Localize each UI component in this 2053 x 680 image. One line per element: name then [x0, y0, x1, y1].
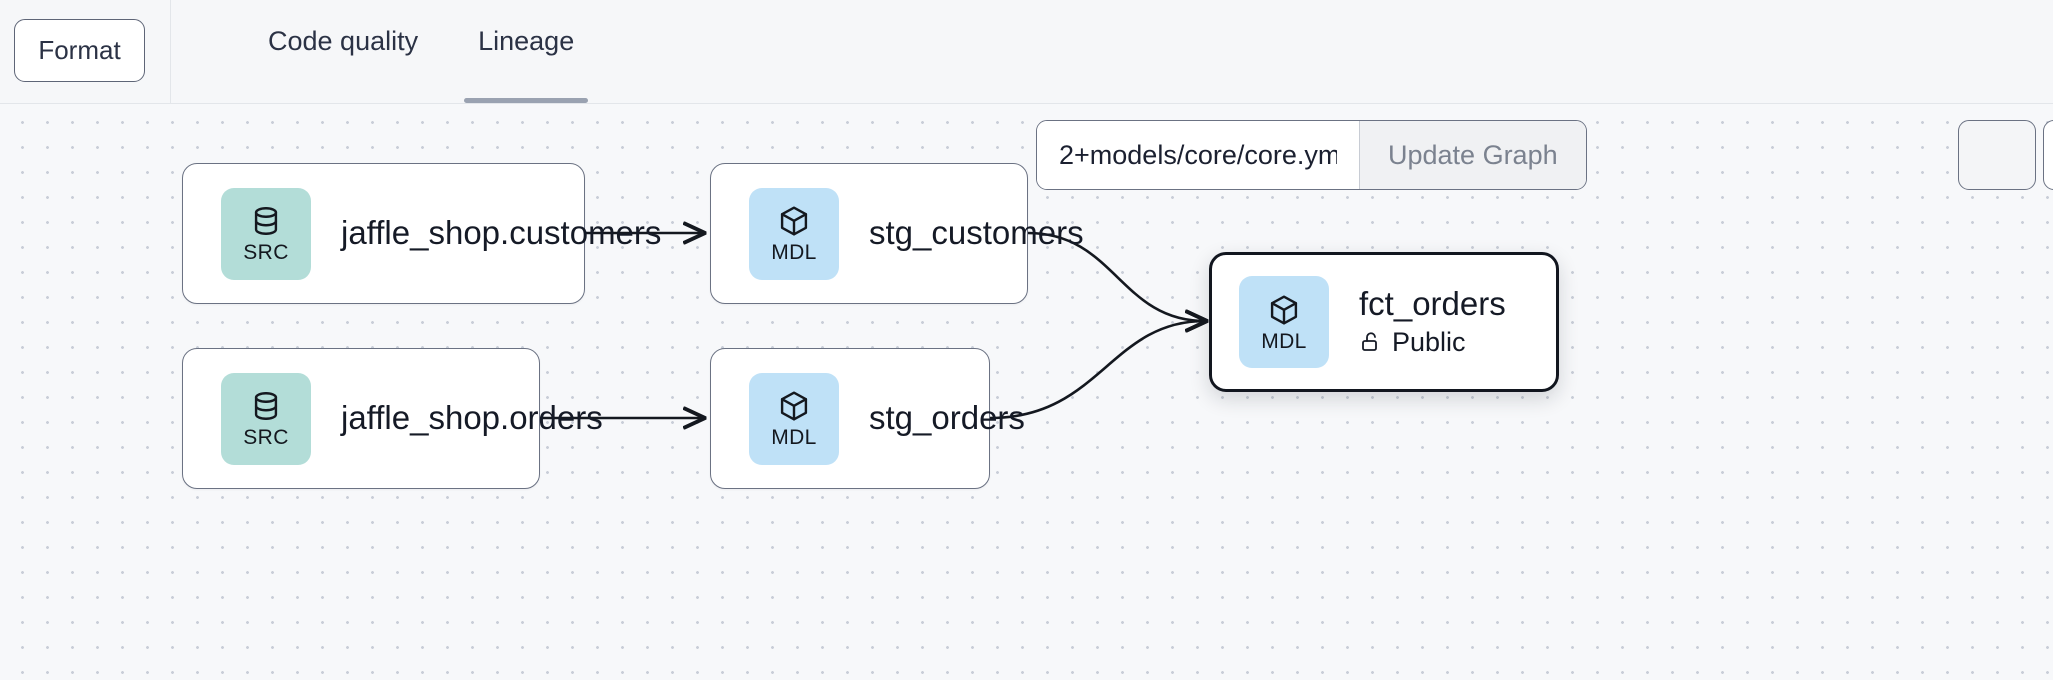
lineage-node-stg-customers[interactable]: MDL stg_customers [710, 163, 1084, 304]
badge-src: SRC [221, 372, 311, 465]
lineage-node-fct-orders[interactable]: MDL fct_orders Public [1209, 252, 1559, 392]
graph-selector-toolbar: Update Graph [1036, 120, 1587, 190]
node-title: jaffle_shop.customers [341, 214, 662, 252]
node-access-badge: Public [1359, 327, 1506, 358]
node-title: fct_orders [1359, 285, 1506, 323]
edge-stg-customers-to-fct-orders [1027, 231, 1205, 321]
badge-src: SRC [221, 187, 311, 280]
tab-bar: Code quality Lineage [171, 0, 604, 103]
format-button[interactable]: Format [14, 19, 145, 82]
badge-label: SRC [243, 241, 289, 264]
node-title: stg_orders [869, 399, 1025, 437]
database-icon [254, 392, 278, 420]
graph-control-button-partial-2[interactable] [2043, 120, 2053, 190]
node-title: stg_customers [869, 214, 1084, 252]
lineage-node-stg-orders[interactable]: MDL stg_orders [710, 348, 1025, 489]
dbt-selector-input[interactable] [1037, 121, 1359, 189]
badge-label: MDL [771, 426, 817, 449]
lineage-canvas[interactable]: SRC jaffle_shop.customers MDL stg_custom… [0, 104, 2053, 680]
cube-icon [780, 206, 808, 236]
editor-topbar: Format Code quality Lineage [0, 0, 2053, 104]
badge-label: SRC [243, 426, 289, 449]
update-graph-button[interactable]: Update Graph [1359, 121, 1586, 189]
database-icon [254, 207, 278, 235]
node-body: fct_orders Public [1359, 285, 1506, 358]
node-body: jaffle_shop.orders [341, 399, 603, 437]
node-body: jaffle_shop.customers [341, 214, 662, 252]
tab-code-quality[interactable]: Code quality [268, 26, 419, 56]
badge-label: MDL [1261, 329, 1307, 353]
lineage-node-jaffle-shop-customers[interactable]: SRC jaffle_shop.customers [182, 163, 661, 304]
cube-icon [780, 391, 808, 421]
lineage-node-jaffle-shop-orders[interactable]: SRC jaffle_shop.orders [182, 348, 603, 489]
node-body: stg_customers [869, 214, 1084, 252]
badge-mdl: MDL [1239, 276, 1329, 368]
badge-label: MDL [771, 241, 817, 264]
lineage-edges [539, 104, 2053, 680]
format-button-zone: Format [0, 0, 171, 103]
unlock-icon [1362, 332, 1377, 352]
badge-mdl: MDL [749, 187, 839, 280]
edge-stg-orders-to-fct-orders [989, 321, 1205, 420]
graph-control-button-partial-1[interactable] [1958, 120, 2036, 190]
node-body: stg_orders [869, 399, 1025, 437]
cube-icon [1270, 294, 1298, 325]
badge-mdl: MDL [749, 372, 839, 465]
tab-lineage[interactable]: Lineage [448, 0, 604, 103]
node-title: jaffle_shop.orders [341, 399, 603, 437]
node-access-label: Public [1392, 326, 1466, 357]
